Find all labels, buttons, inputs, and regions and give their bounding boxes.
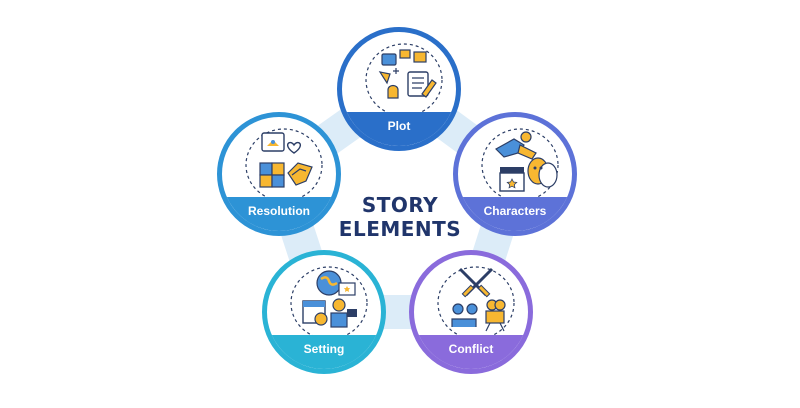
- actors-masks-clapperboard-icon: [481, 128, 559, 202]
- handshake-puzzle-icon: [245, 128, 323, 202]
- title-line-2: ELEMENTS: [338, 217, 462, 241]
- globe-calendar-icon: [290, 266, 368, 340]
- node-label: Conflict: [414, 335, 528, 369]
- node-conflict[interactable]: Conflict: [409, 250, 533, 374]
- title-line-1: STORY: [361, 193, 439, 217]
- node-resolution[interactable]: Resolution: [217, 112, 341, 236]
- crossed-swords-icon: [437, 266, 515, 340]
- node-label: Setting: [267, 335, 381, 369]
- node-label: Plot: [342, 112, 456, 146]
- node-characters[interactable]: Characters: [453, 112, 577, 236]
- node-label: Resolution: [222, 197, 336, 231]
- node-setting[interactable]: Setting: [262, 250, 386, 374]
- storyboard-planning-icon: [365, 43, 443, 117]
- diagram-title: STORY ELEMENTS: [320, 193, 480, 241]
- node-label: Characters: [458, 197, 572, 231]
- node-plot[interactable]: Plot: [337, 27, 461, 151]
